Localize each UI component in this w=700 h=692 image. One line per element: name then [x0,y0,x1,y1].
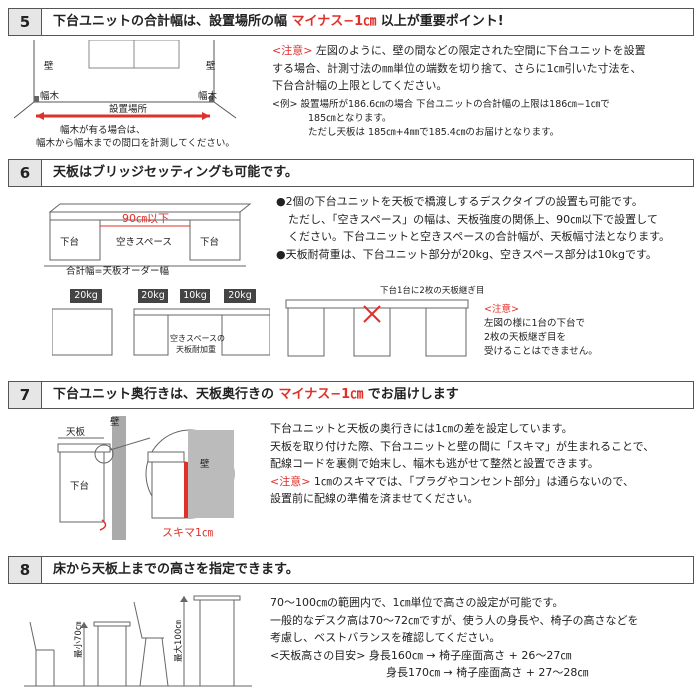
unit-label-right: 下台 [200,237,220,248]
max-90-label: 90㎝以下 [122,212,169,225]
unit-label: 下台 [70,481,90,492]
depth-diagram [57,416,235,540]
section-title: 床から天板上までの高さを指定できます。 [53,562,299,577]
wall-label-right: 壁 [206,61,216,72]
load-20kg-1: 20kg [70,289,102,303]
load-figure: 20kg 20kg 10kg 20kg 空きスペースの 天板耐加重 [51,289,271,359]
joint-caution: <注意> 左図の様に1台の下台で 2枚の天板継ぎ目を 受けることはできません。 [484,304,598,357]
section-8-header: 8 床から天板上までの高さを指定できます。 [8,556,694,584]
height-figure: 最小70㎝ 最大100㎝ [24,592,252,688]
section-number: 7 [9,382,42,408]
unit-label-left: 下台 [60,237,80,248]
space-load-label-1: 空きスペースの [170,334,226,343]
total-width-label: 合計幅=天板オーダー幅 [66,266,169,277]
joint-diagram [285,299,469,357]
depth-figure: 天板 壁 下台 壁 スキマ1㎝ [40,416,250,544]
wall-label-left: 壁 [44,61,54,72]
joint-warning-figure: 下台1台に2枚の天板継ぎ目 [284,282,484,360]
gap-1cm-label: スキマ1㎝ [162,526,213,539]
baseboard-note-1: 幅木が有る場合は、 [60,125,146,136]
section-7-header: 7 下台ユニット奥行きは、天板奥行きの マイナス−1㎝ でお届けします [8,381,694,409]
min-70-label: 最小70㎝ [74,621,84,658]
wall-label: 壁 [110,417,120,428]
section-7-text: 下台ユニットと天板の奥行きには1㎝の差を設定しています。 天板を取り付けた際、下… [270,422,655,505]
load-10kg: 10kg [180,289,210,303]
section-title: 下台ユニットの合計幅は、設置場所の幅 マイナス−1㎝ 以上が重要ポイント! [53,14,504,29]
section-title: 下台ユニット奥行きは、天板奥行きの マイナス−1㎝ でお届けします [53,387,459,402]
section-number: 6 [9,160,42,186]
section-5-header: 5 下台ユニットの合計幅は、設置場所の幅 マイナス−1㎝ 以上が重要ポイント! [8,8,694,36]
baseboard-label-right: 幅木 [198,91,218,102]
baseboard-label-left: 幅木 [40,91,60,102]
load-20kg-3: 20kg [224,289,256,303]
install-place-label: 設置場所 [109,104,148,115]
section-5-text: <注意> 左図のように、壁の間などの限定された空間に下台ユニットを設置 する場合… [272,44,646,138]
section-number: 8 [9,557,42,583]
installation-width-figure: 壁 壁 幅木 幅木 設置場所 幅木が有る場合は、 幅木から幅木までの間口を計測し… [13,39,244,150]
space-load-label-2: 天板耐加重 [176,345,216,354]
load-20kg-2: 20kg [138,289,168,303]
section-title: 天板はブリッジセッティングも可能です。 [53,165,298,180]
top-board-label: 天板 [66,427,86,438]
section-6-header: 6 天板はブリッジセッティングも可能です。 [8,159,694,187]
bridge-desk-diagram [44,203,252,267]
baseboard-note-2: 幅木から幅木までの間口を計測してください。 [36,138,235,149]
section-8-text: 70〜100㎝の範囲内で、1㎝単位で高さの設定が可能です。 一般的なデスク高は7… [270,596,639,679]
max-100-label: 最大100㎝ [174,620,184,662]
space-label: 空きスペース [116,237,172,248]
section-number: 5 [9,9,42,35]
height-diagram [24,595,252,687]
bridge-desk-figure: 90㎝以下 下台 空きスペース 下台 合計幅=天板オーダー幅 [40,192,270,282]
section-6-text: ●2個の下台ユニットを天板で橋渡しするデスクタイプの設置も可能です。 ただし、「… [276,195,671,261]
joint-label: 下台1台に2枚の天板継ぎ目 [380,286,485,296]
load-diagram [51,308,271,356]
wall-label-zoom: 壁 [200,459,210,470]
room-diagram [13,39,237,120]
